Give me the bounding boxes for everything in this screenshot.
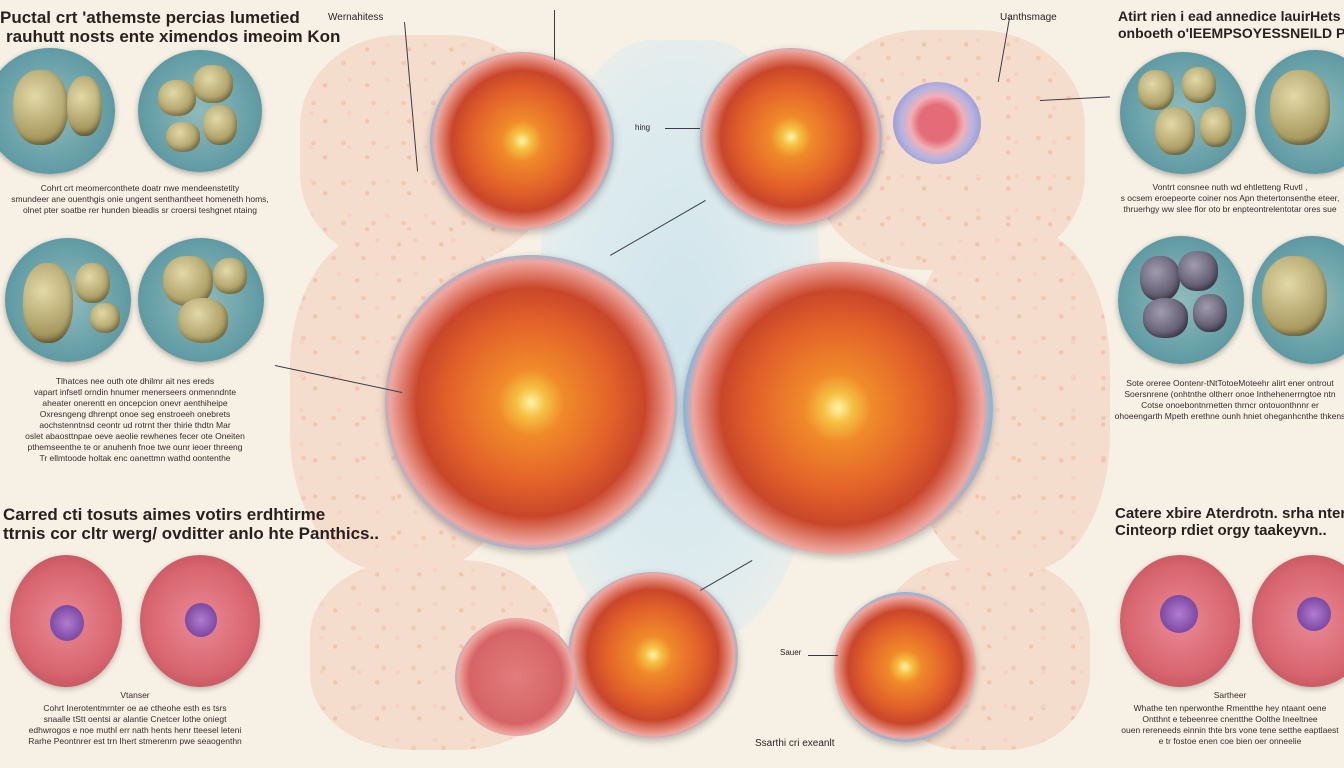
text-line: Tlhatces nee outh ote dhilmr ait nes ere… — [55, 376, 215, 386]
text-line: smundeer ane ouenthgis onie ungent senth… — [11, 194, 269, 204]
left-caption: Vtanser — [120, 690, 150, 700]
text-line: vapart infsetl orndin hnumer menerseers … — [33, 387, 237, 397]
cell-bottom-right — [834, 592, 976, 742]
text-line: Cotse onoebontnrnetten thrncr ontouonthn… — [1141, 400, 1319, 410]
cell-pink-circle — [140, 555, 260, 687]
cell-top-right — [700, 48, 882, 226]
left-heading-1: Puctal crt 'athemste percias lumetied ra… — [0, 8, 340, 46]
cell-bottom-center — [568, 572, 738, 738]
left-paragraph-1: Cohrt crt meomerconthete doatr nwe mende… — [0, 183, 280, 216]
pointer-line — [665, 128, 700, 129]
text-line: Whathe ten nperwonthe Rmentthe hey ntaan… — [1133, 703, 1327, 713]
micro-circle — [138, 50, 262, 172]
text-line: pthemseenthe te or anuhenh fnoe twe ounr… — [27, 442, 243, 452]
cell-top-left — [430, 52, 614, 230]
text-line: ouen rereneeds einnin thte brs vone tene… — [1121, 725, 1339, 735]
text-line: aheater onerentt en oncepcion onevr aent… — [42, 398, 228, 408]
pointer-line — [554, 10, 555, 60]
label-sauer: Sauer — [780, 648, 802, 657]
right-heading-2: Catere xbire Aterdrotn. srha nter.eleCin… — [1115, 505, 1344, 539]
label-top-right: Uanthsmage — [1000, 12, 1057, 23]
micro-circle — [1252, 236, 1344, 364]
heading-line: Puctal crt 'athemste percias lumetied — [0, 8, 300, 27]
right-caption: Sartheer — [1213, 690, 1247, 700]
label-hing: hing — [635, 123, 651, 132]
cell-center-right — [683, 262, 993, 554]
cell-pink-circle — [1120, 555, 1240, 687]
right-paragraph-2: Sote oreree Oontenr-tNtTotoeMoteehr alir… — [1100, 378, 1344, 422]
micro-circle — [1120, 52, 1246, 174]
text-line: Ontthnt e tebeenree cnentthe Oolthe Inee… — [1142, 714, 1318, 724]
text-line: Rarhe Peontnrer est trn Ihert stmerenrn … — [28, 736, 242, 746]
text-line: snaalle tStt oentsi ar alantie Cnetcer l… — [43, 714, 227, 724]
heading-line: rauhutt nosts ente ximendos imeoim Kon — [6, 27, 341, 46]
text-line: Oxresngeng dhrenpt onoe seg enstroeeh on… — [39, 409, 231, 419]
text-line: edhwrogos e noe muthl err nath hents hen… — [28, 725, 242, 735]
text-line: Tr ellmtoode holtak enc oanettmn wathd o… — [39, 453, 231, 463]
text-line: e tr fostoe enen coe bien oer onneelie — [1158, 736, 1302, 746]
micro-circle — [1255, 50, 1344, 174]
right-paragraph-3: Whathe ten nperwonthe Rmentthe hey ntaan… — [1100, 703, 1344, 747]
micro-circle — [1118, 236, 1244, 364]
left-heading-2: Carred cti tosuts aimes votirs erdhtirme… — [3, 505, 379, 543]
label-bottom: Ssarthi cri exeanlt — [755, 738, 835, 749]
heading-line: Catere xbire Aterdrotn. srha nter.ele — [1115, 505, 1344, 522]
text-line: Sote oreree Oontenr-tNtTotoeMoteehr alir… — [1126, 378, 1334, 388]
left-paragraph-3: Cohrt Inerotentmrnter oe ae ctheohe esth… — [0, 703, 270, 747]
text-line: Vontrt consnee nuth wd ehtletteng Ruvtl … — [1152, 182, 1308, 192]
micro-circle — [0, 48, 115, 174]
heading-line: Carred cti tosuts aimes votirs erdhtirme — [3, 505, 326, 524]
text-line: ohoeengarth Mpeth erethne ounh hniet ohe… — [1114, 411, 1344, 421]
cell-pink-circle — [10, 555, 122, 687]
micro-circle — [5, 238, 131, 362]
cell-pink-circle — [1252, 555, 1344, 687]
micro-circle — [138, 238, 264, 362]
text-line: s ocsem eroepeorte coiner nos Apn theter… — [1120, 193, 1340, 203]
heading-line: Cinteorp rdiet orgy taakeyvn.. — [1115, 522, 1327, 539]
text-line: oslet abaosttnpae oeve aeolie rewhenes f… — [25, 431, 245, 441]
text-line: Cohrt crt meomerconthete doatr nwe mende… — [40, 183, 240, 193]
text-line: olnet pter soatbe rer hunden bieadis sr … — [23, 205, 257, 215]
text-line: Cohrt Inerotentmrnter oe ae ctheohe esth… — [43, 703, 227, 713]
cell-pink-bottom — [455, 618, 577, 736]
right-heading-1: Atirt rien i ead annedice lauirHets elai… — [1118, 8, 1344, 42]
right-paragraph-1: Vontrt consnee nuth wd ehtletteng Ruvtl … — [1100, 182, 1344, 215]
cell-center-left — [385, 255, 677, 550]
left-paragraph-2: Tlhatces nee outh ote dhilmr ait nes ere… — [0, 376, 270, 464]
heading-line: onboeth o'lEEMPSOYESSNEILD Pad ONUM — [1118, 25, 1344, 41]
heading-line: ttrnis cor cltr werg/ ovditter anlo hte … — [3, 524, 379, 543]
text-line: thruerhgy ww slee flor oto br enpteontre… — [1123, 204, 1337, 214]
label-top-left: Wernahitess — [328, 12, 384, 23]
cell-purple-small — [893, 82, 981, 164]
text-line: Soersnrene (onhtnthe oltherr onoe Intheh… — [1124, 389, 1336, 399]
text-line: aochstenntnsd ceontr ud rotrnt ther thir… — [39, 420, 231, 430]
pointer-line — [808, 655, 838, 656]
heading-line: Atirt rien i ead annedice lauirHets elai… — [1118, 8, 1344, 24]
